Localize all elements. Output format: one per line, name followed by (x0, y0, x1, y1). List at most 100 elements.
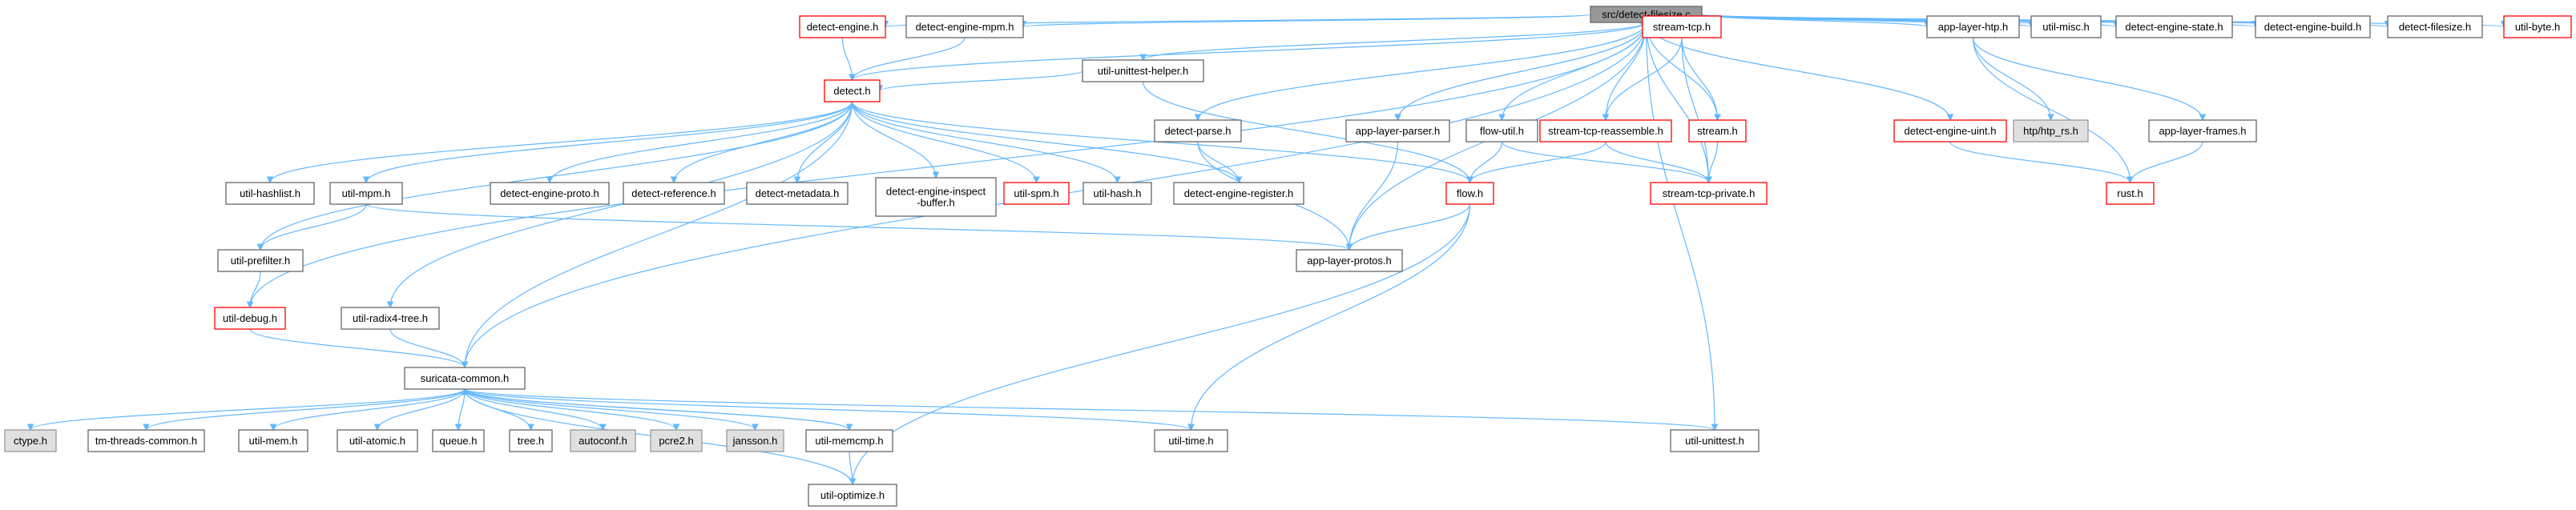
edge-detect-h-to-util-hashlist-h (266, 101, 853, 184)
node-label: detect-reference.h (631, 187, 716, 199)
node-jansson-h[interactable]: jansson.h (726, 429, 784, 452)
node-stream-tcp-reassemble-h[interactable]: stream-tcp-reassemble.h (1539, 119, 1672, 143)
node-box (329, 182, 403, 205)
node-box (1082, 59, 1204, 82)
node-rust-h[interactable]: rust.h (2106, 182, 2155, 205)
node-detect-filesize-h[interactable]: detect-filesize.h (2387, 15, 2483, 38)
node-flow-h[interactable]: flow.h (1445, 182, 1494, 205)
node-htp-htp-rs-h[interactable]: htp/htp_rs.h (2013, 119, 2089, 143)
node-detect-metadata-h[interactable]: detect-metadata.h (746, 182, 849, 205)
node-detect-reference-h[interactable]: detect-reference.h (623, 182, 725, 205)
node-label: detect-filesize.h (2399, 21, 2471, 33)
node-label: util-misc.h (2042, 21, 2090, 33)
node-label: util-hashlist.h (240, 187, 300, 199)
node-box (2013, 119, 2089, 143)
node-util-unittest-h[interactable]: util-unittest.h (1670, 429, 1760, 452)
node-stream-h[interactable]: stream.h (1688, 119, 1747, 143)
node-queue-h[interactable]: queue.h (432, 429, 485, 452)
node-box (1154, 119, 1242, 143)
edge-suricata-common-h-to-util-mem-h (269, 388, 466, 432)
node-util-mem-h[interactable]: util-mem.h (238, 429, 308, 452)
node-stream-tcp-private-h[interactable]: stream-tcp-private.h (1650, 182, 1768, 205)
node-box (4, 429, 57, 452)
node-label: util-prefilter.h (231, 255, 290, 267)
node-detect-parse-h[interactable]: detect-parse.h (1154, 119, 1242, 143)
edge-detect-h-to-util-hash-h (851, 101, 1121, 184)
node-ctype-h[interactable]: ctype.h (4, 429, 57, 452)
node-box (1173, 182, 1304, 205)
node-detect-engine-uint-h[interactable]: detect-engine-uint.h (1893, 119, 2007, 143)
node-util-radix4-tree-h[interactable]: util-radix4-tree.h (341, 307, 440, 330)
node-box (2106, 182, 2155, 205)
node-label: -buffer.h (917, 197, 954, 209)
node-detect-engine-state-h[interactable]: detect-engine-state.h (2115, 15, 2233, 38)
node-label: util-debug.h (223, 312, 277, 324)
edge-detect-engine-h-to-detect-h (841, 37, 856, 82)
node-box (746, 182, 849, 205)
node-box (225, 182, 315, 205)
edge-util-mpm-h-to-util-prefilter-h (256, 203, 367, 251)
node-label: util-mem.h (249, 435, 298, 447)
node-util-time-h[interactable]: util-time.h (1154, 429, 1228, 452)
node-util-optimize-h[interactable]: util-optimize.h (808, 484, 897, 507)
node-util-debug-h[interactable]: util-debug.h (214, 307, 286, 330)
node-stream-tcp-h[interactable]: stream-tcp.h (1642, 15, 1722, 38)
node-pcre2-h[interactable]: pcre2.h (650, 429, 703, 452)
node-app-layer-frames-h[interactable]: app-layer-frames.h (2148, 119, 2257, 143)
edge-util-memcmp-h-to-util-optimize-h (849, 451, 857, 486)
edge-detect-engine-uint-h-to-rust-h (1949, 141, 2134, 184)
node-detect-engine-inspect-buffer-h[interactable]: detect-engine-inspect-buffer.h (875, 177, 997, 217)
edge-root-to-stream-tcp-private-h (1645, 22, 1712, 184)
node-suricata-common-h[interactable]: suricata-common.h (404, 367, 526, 390)
node-util-unittest-helper-h[interactable]: util-unittest-helper.h (1082, 59, 1204, 82)
node-app-layer-htp-h[interactable]: app-layer-htp.h (1926, 15, 2020, 38)
node-app-layer-parser-h[interactable]: app-layer-parser.h (1345, 119, 1450, 143)
node-detect-engine-proto-h[interactable]: detect-engine-proto.h (490, 182, 610, 205)
node-box (726, 429, 784, 452)
node-detect-engine-build-h[interactable]: detect-engine-build.h (2255, 15, 2371, 38)
node-detect-engine-h[interactable]: detect-engine.h (799, 15, 886, 38)
node-app-layer-protos-h[interactable]: app-layer-protos.h (1296, 249, 1403, 272)
node-detect-engine-register-h[interactable]: detect-engine-register.h (1173, 182, 1304, 205)
node-util-spm-h[interactable]: util-spm.h (1003, 182, 1070, 205)
node-label: stream-tcp-reassemble.h (1548, 125, 1663, 137)
node-util-mpm-h[interactable]: util-mpm.h (329, 182, 403, 205)
edge-root-to-util-debug-h (246, 22, 1647, 309)
node-box (1345, 119, 1450, 143)
edge-suricata-common-h-to-util-unittest-h (464, 388, 1719, 432)
node-box (341, 307, 440, 330)
node-util-atomic-h[interactable]: util-atomic.h (337, 429, 418, 452)
node-label: util-unittest.h (1685, 435, 1744, 447)
node-label: util-spm.h (1014, 187, 1058, 199)
node-label: tm-threads-common.h (95, 435, 197, 447)
node-label: util-radix4-tree.h (353, 312, 428, 324)
edge-suricata-common-h-to-autoconf-h (464, 388, 607, 432)
node-label: util-unittest-helper.h (1098, 65, 1188, 77)
node-tree-h[interactable]: tree.h (509, 429, 553, 452)
node-flow-util-h[interactable]: flow-util.h (1465, 119, 1538, 143)
edge-app-layer-htp-h-to-rust-h (1972, 37, 2134, 184)
node-util-hash-h[interactable]: util-hash.h (1082, 182, 1152, 205)
node-box (623, 182, 725, 205)
node-label: ctype.h (14, 435, 47, 447)
node-util-misc-h[interactable]: util-misc.h (2030, 15, 2102, 38)
node-detect-engine-mpm-h[interactable]: detect-engine-mpm.h (905, 15, 1024, 38)
node-tm-threads-common-h[interactable]: tm-threads-common.h (87, 429, 205, 452)
node-box (1082, 182, 1152, 205)
edge-root-to-detect-engine-mpm-h (1019, 14, 1591, 28)
node-util-byte-h[interactable]: util-byte.h (2503, 15, 2572, 38)
node-box (1445, 182, 1494, 205)
node-label: flow.h (1457, 187, 1483, 199)
node-box (1893, 119, 2007, 143)
node-util-hashlist-h[interactable]: util-hashlist.h (225, 182, 315, 205)
node-label: pcre2.h (659, 435, 693, 447)
node-detect-h[interactable]: detect.h (824, 79, 881, 102)
node-label: suricata-common.h (421, 372, 510, 384)
node-util-memcmp-h[interactable]: util-memcmp.h (805, 429, 893, 452)
node-box (217, 249, 304, 272)
node-util-prefilter-h[interactable]: util-prefilter.h (217, 249, 304, 272)
node-label: queue.h (440, 435, 478, 447)
node-label: detect-engine-proto.h (500, 187, 599, 199)
node-autoconf-h[interactable]: autoconf.h (570, 429, 636, 452)
node-label: stream-tcp-private.h (1663, 187, 1756, 199)
